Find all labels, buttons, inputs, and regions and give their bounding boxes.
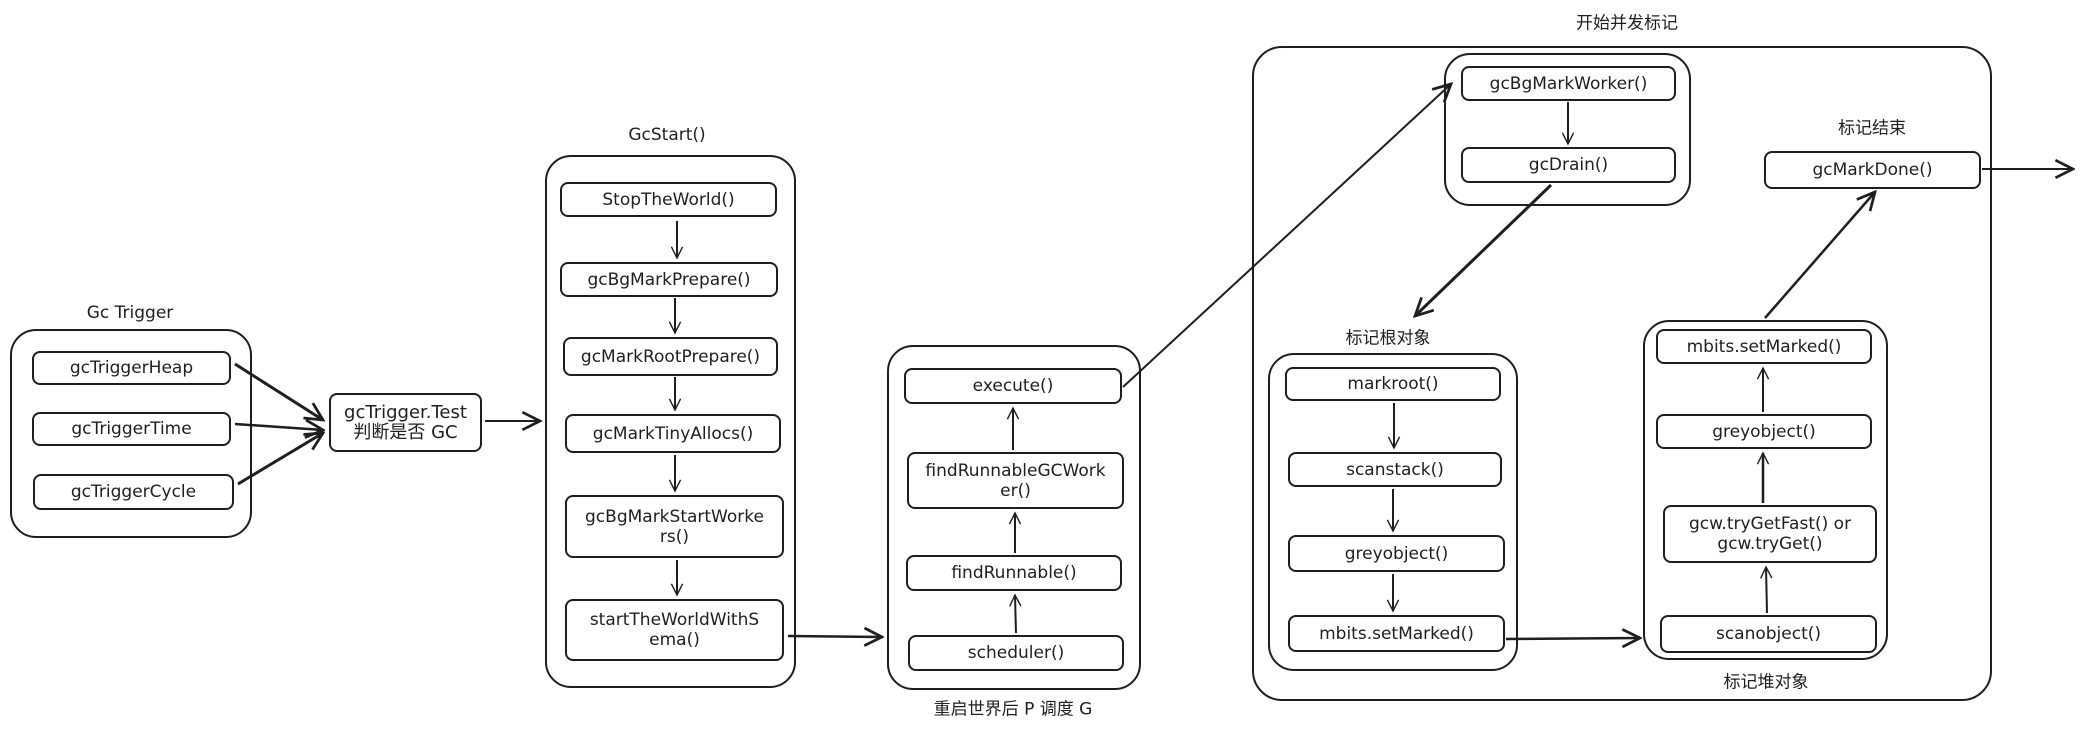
mark-heap-group[interactable] [1643, 320, 1888, 660]
gc-start-group[interactable] [545, 155, 796, 688]
bg-mark-worker-group[interactable] [1444, 53, 1691, 206]
group-title-mark-done: 标记结束 [1838, 118, 1906, 139]
edge-scheduler-to-findrunnable [1015, 595, 1016, 634]
edge-setmarked-to-markheap [1505, 638, 1640, 639]
group-title-concurrent-mark: 开始并发标记 [1576, 13, 1678, 34]
node-gc-trigger-heap[interactable]: gcTriggerHeap [32, 351, 231, 385]
edge-execute-to-bgmarkworker [1122, 84, 1451, 388]
scheduler-group[interactable] [887, 345, 1141, 690]
node-gc-trigger-test[interactable]: gcTrigger.Test 判断是否 GC [329, 393, 482, 452]
node-set-marked-root[interactable]: mbits.setMarked() [1288, 615, 1505, 652]
node-execute[interactable]: execute() [904, 368, 1122, 404]
node-greyobject-root[interactable]: greyobject() [1288, 535, 1505, 572]
edge-starttheworld-to-scheduler [787, 636, 882, 637]
node-find-runnable-gc-worker[interactable]: findRunnableGCWork er() [907, 452, 1124, 509]
node-greyobject-heap[interactable]: greyobject() [1656, 414, 1872, 449]
edge-cycle-to-test [237, 433, 323, 486]
node-gc-drain[interactable]: gcDrain() [1461, 147, 1676, 183]
node-gc-trigger-cycle[interactable]: gcTriggerCycle [33, 474, 234, 510]
edge-drain-to-markroots [1415, 183, 1553, 316]
node-scheduler[interactable]: scheduler() [908, 635, 1124, 671]
node-gc-bg-mark-worker[interactable]: gcBgMarkWorker() [1461, 66, 1676, 101]
node-gc-mark-done[interactable]: gcMarkDone() [1764, 151, 1981, 189]
node-stop-the-world[interactable]: StopTheWorld() [560, 182, 777, 217]
edge-time-to-test [234, 424, 323, 430]
mark-roots-group[interactable] [1268, 353, 1518, 671]
node-gc-mark-tiny-allocs[interactable]: gcMarkTinyAllocs() [565, 414, 781, 453]
group-title-mark-roots: 标记根对象 [1345, 328, 1431, 349]
node-gc-mark-root-prepare[interactable]: gcMarkRootPrepare() [563, 337, 778, 376]
node-gc-bg-mark-start-workers[interactable]: gcBgMarkStartWorke rs() [565, 495, 784, 558]
concurrent-mark-group[interactable] [1252, 46, 1992, 701]
node-scanstack[interactable]: scanstack() [1288, 452, 1502, 487]
node-markroot[interactable]: markroot() [1285, 367, 1501, 401]
node-gc-bg-mark-prepare[interactable]: gcBgMarkPrepare() [560, 262, 778, 297]
node-try-get[interactable]: gcw.tryGetFast() or gcw.tryGet() [1663, 505, 1877, 563]
edge-scanobject-to-tryget [1766, 567, 1767, 614]
edge-markheap-to-markdone [1764, 192, 1875, 319]
group-title-gc-trigger: Gc Trigger [86, 303, 174, 323]
group-title-scheduler: 重启世界后 P 调度 G [933, 699, 1093, 720]
group-title-mark-heap: 标记堆对象 [1723, 672, 1809, 693]
node-scanobject[interactable]: scanobject() [1660, 615, 1877, 653]
group-title-gc-start: GcStart() [628, 125, 706, 145]
edge-heap-to-test [234, 362, 323, 420]
node-gc-trigger-time[interactable]: gcTriggerTime [32, 412, 231, 446]
node-start-the-world-with-sema[interactable]: startTheWorldWithS ema() [565, 599, 784, 661]
node-set-marked-heap[interactable]: mbits.setMarked() [1656, 329, 1872, 364]
gc-trigger-group[interactable] [10, 329, 252, 538]
node-find-runnable[interactable]: findRunnable() [906, 555, 1122, 591]
